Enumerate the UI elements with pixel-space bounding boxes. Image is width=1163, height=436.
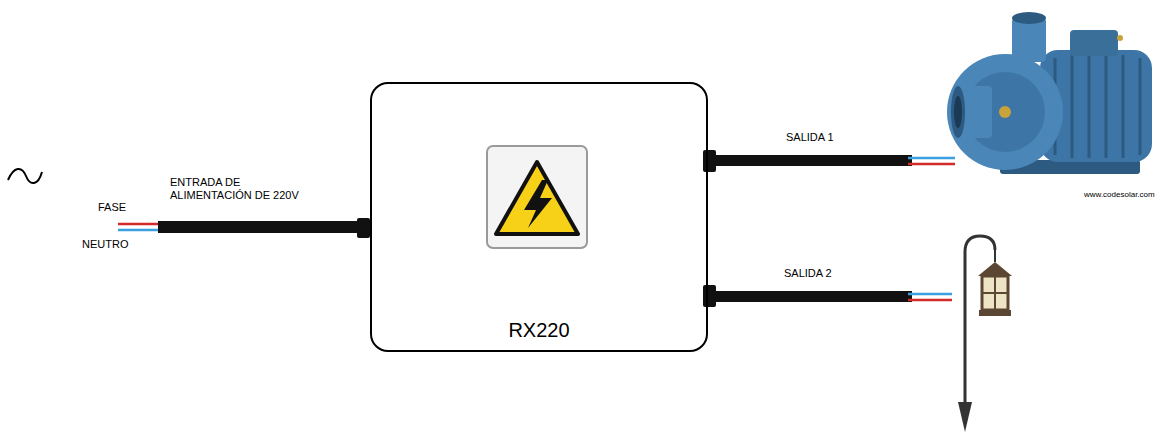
box-title: RX220: [372, 318, 706, 342]
wire-label: FASE: [98, 201, 126, 214]
input-label: ENTRADA DE ALIMENTACIÓN DE 220V: [170, 176, 320, 202]
output-wire: [908, 293, 952, 296]
input-gland: [357, 218, 370, 238]
output-wire: [908, 163, 955, 166]
output-cable: [712, 291, 912, 302]
warning-icon-frame: [487, 146, 587, 248]
watermark: www.codesolar.com: [1084, 190, 1155, 200]
wire-label: NEUTRO: [82, 238, 128, 251]
ac-symbol: [8, 169, 42, 183]
neutral-wire: [118, 229, 162, 232]
lightning-bolt: [524, 180, 552, 228]
input-cable: [158, 221, 362, 233]
output-label: SALIDA 2: [784, 267, 832, 280]
controller-box: RX220: [370, 82, 708, 352]
lamp-illustration: [958, 236, 1012, 432]
pump-illustration: [947, 12, 1152, 174]
output-wire: [908, 299, 952, 302]
output-wire: [908, 157, 955, 160]
output-label: SALIDA 1: [786, 131, 834, 144]
output-cable: [712, 155, 912, 166]
warning-triangle: [496, 162, 578, 234]
phase-wire: [118, 223, 162, 226]
